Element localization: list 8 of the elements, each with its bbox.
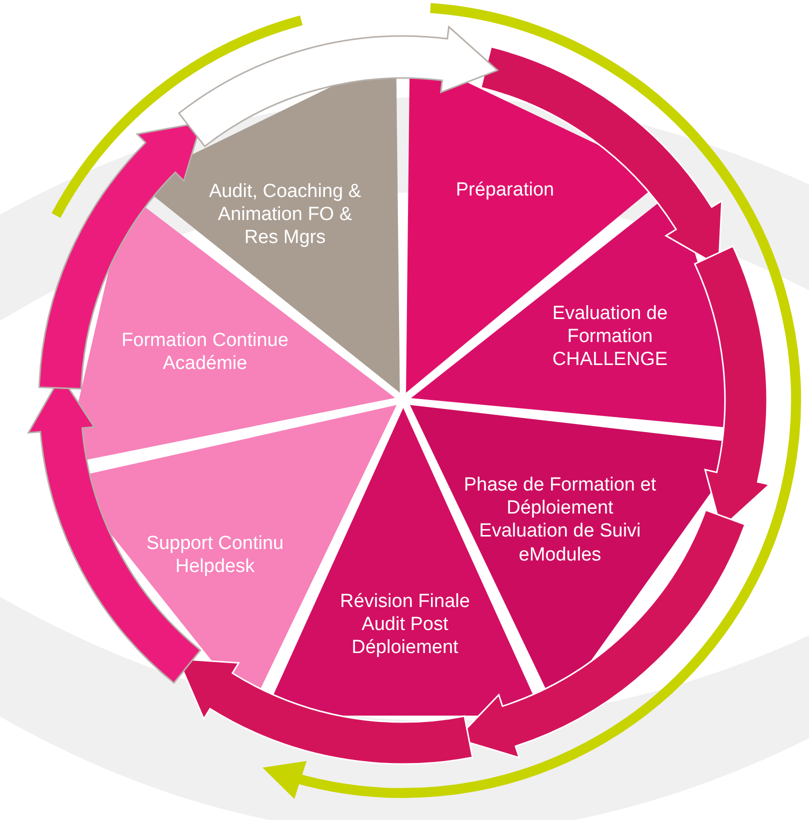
segment-label: Evaluation de Formation CHALLENGE — [551, 302, 669, 372]
segment-label: Révision Finale Audit Post Déploiement — [339, 590, 471, 660]
segment-label: Support Continu Helpdesk — [145, 532, 285, 578]
segment-label: Phase de Formation et Déploiement Evaluation de Suivi eModules — [462, 474, 658, 566]
segment-label: Préparation — [454, 178, 556, 202]
cycle-arrow — [178, 26, 498, 148]
segment-label: Formation Continue Académie — [120, 328, 290, 376]
segment-label: Audit, Coaching & Animation FO & Res Mgrs — [208, 180, 362, 250]
